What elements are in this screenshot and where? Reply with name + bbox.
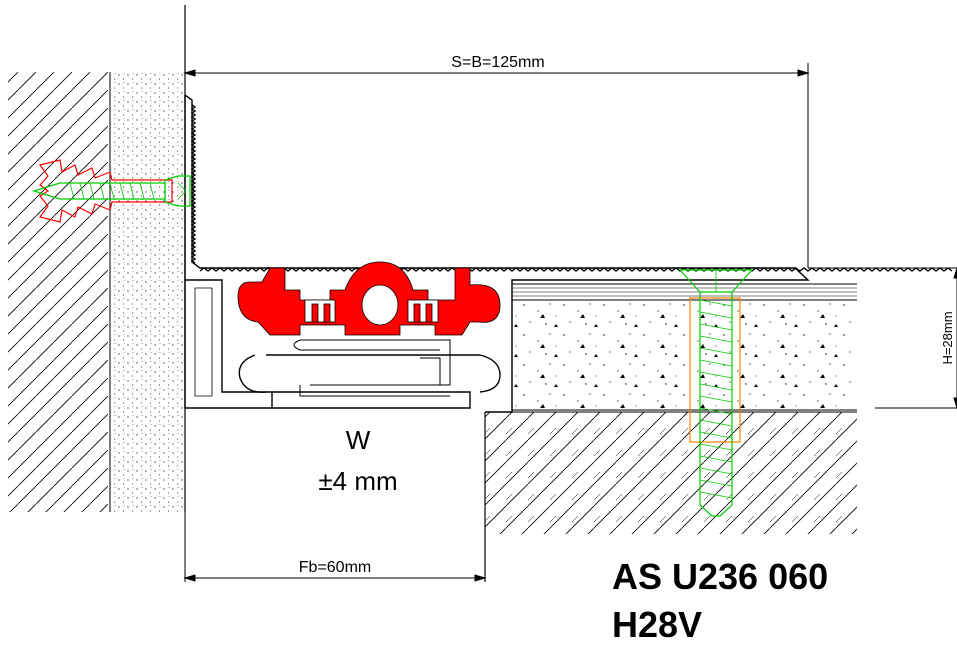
dimension-gap-label: Fb=60mm xyxy=(299,559,371,576)
floor-covering xyxy=(512,283,857,301)
floor-anchor-sleeve xyxy=(689,297,741,443)
movement-tolerance: ±4 mm xyxy=(318,466,397,496)
dimension-width-label: S=B=125mm xyxy=(451,54,544,71)
dimension-height xyxy=(808,266,957,410)
movement-letter: W xyxy=(346,425,371,455)
top-surface-serration xyxy=(199,267,953,272)
floor-screw xyxy=(678,269,754,517)
product-variant: H28V xyxy=(612,604,703,645)
product-code-block: AS U236 060 H28V xyxy=(612,553,828,649)
dimension-gap xyxy=(183,512,487,582)
dimension-height-label: H=28mm xyxy=(940,311,955,364)
wall-plaster-region xyxy=(108,5,186,512)
insert-slot-right xyxy=(407,299,439,323)
insert-hollow xyxy=(361,284,399,326)
floor-substrate-region xyxy=(484,411,857,582)
insert-slot-left xyxy=(304,299,336,323)
aluminium-profile xyxy=(184,94,953,413)
wall-hatch-region xyxy=(8,72,108,512)
wall-screw xyxy=(31,175,191,207)
product-code: AS U236 060 xyxy=(612,556,829,597)
floor-screed-region xyxy=(512,299,857,411)
dimension-width xyxy=(183,63,810,268)
wall-leg-serration xyxy=(190,104,197,264)
wall-dowel xyxy=(38,159,173,223)
rubber-insert xyxy=(237,261,501,336)
